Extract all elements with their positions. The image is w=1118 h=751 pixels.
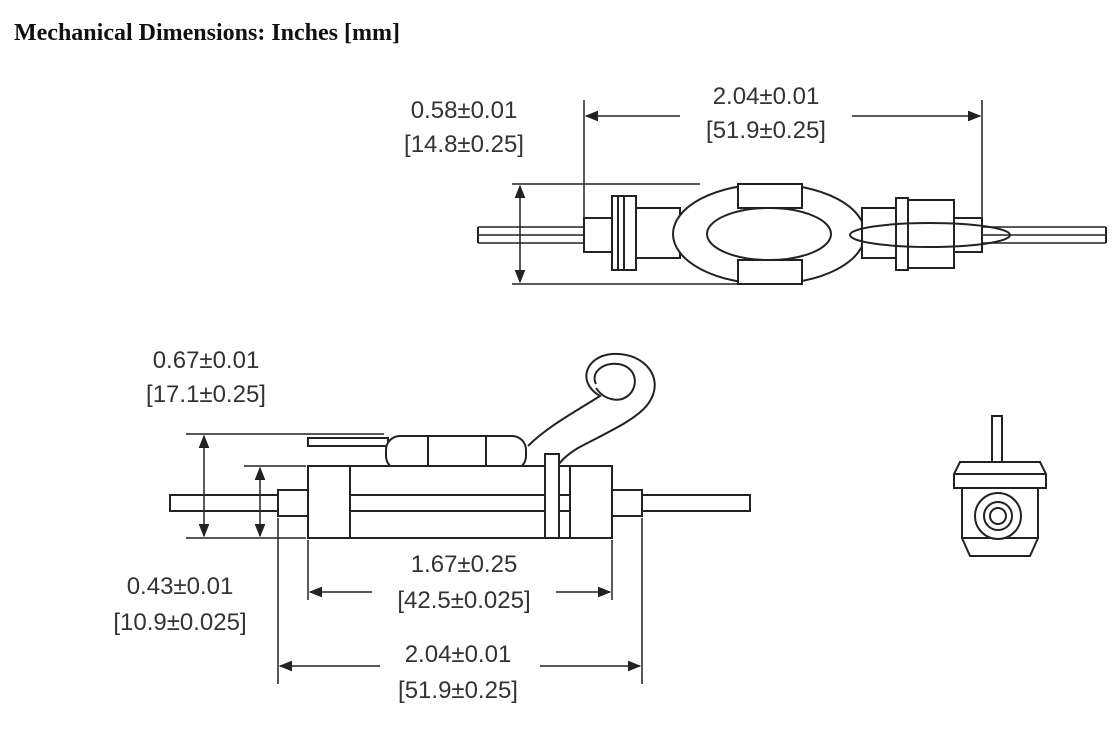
side-view-dimension-lines bbox=[186, 433, 643, 684]
dim-side-body-mm: [10.9±0.025] bbox=[113, 609, 246, 636]
dim-side-body-inches: 0.43±0.01 bbox=[127, 573, 234, 600]
top-view bbox=[477, 183, 1107, 285]
dim-side-height-inches: 0.67±0.01 bbox=[153, 347, 260, 374]
dim-top-height-inches: 0.58±0.01 bbox=[411, 97, 518, 124]
dim-side-inner-length-inches: 1.67±0.25 bbox=[411, 551, 518, 578]
dim-top-height-mm: [14.8±0.25] bbox=[404, 131, 524, 158]
dim-top-length-inches: 2.04±0.01 bbox=[713, 83, 820, 110]
dim-side-total-length-inches: 2.04±0.01 bbox=[405, 641, 512, 668]
top-view-dimension-lines bbox=[512, 100, 983, 285]
end-view bbox=[953, 415, 1047, 557]
page-title: Mechanical Dimensions: Inches [mm] bbox=[14, 20, 400, 46]
dim-side-inner-length-mm: [42.5±0.025] bbox=[397, 587, 530, 614]
side-view bbox=[169, 352, 751, 539]
dim-side-total-length-mm: [51.9±0.25] bbox=[398, 677, 518, 704]
dim-side-height-mm: [17.1±0.25] bbox=[146, 381, 266, 408]
dim-top-length-mm: [51.9±0.25] bbox=[706, 117, 826, 144]
